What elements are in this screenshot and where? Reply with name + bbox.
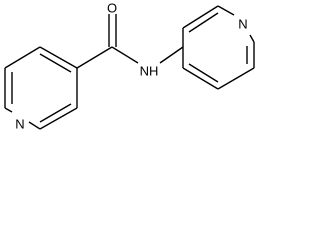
molecule-structure-diagram: O NH N N: [4, 1, 255, 132]
bond: [217, 5, 235, 16]
bond: [39, 103, 72, 123]
left-ring-nitrogen-label: N: [15, 117, 24, 132]
amide-nitrogen-label: NH: [140, 64, 159, 79]
left-pyridine-ring: [4, 46, 78, 130]
bond: [39, 46, 78, 69]
bond: [39, 53, 72, 73]
bond: [217, 67, 255, 90]
bond: [188, 63, 219, 83]
bond: [188, 12, 219, 33]
bond: [28, 121, 41, 130]
bond: [159, 46, 184, 64]
amide-group: [76, 14, 184, 69]
carbonyl-oxygen-label: O: [107, 1, 117, 16]
bond: [249, 34, 255, 43]
bond: [182, 5, 219, 29]
bond: [4, 107, 13, 113]
bond: [4, 46, 41, 69]
bond: [39, 107, 78, 130]
bond: [111, 46, 139, 64]
right-pyridine-ring: [182, 5, 255, 90]
bond: [182, 67, 219, 90]
right-ring-nitrogen-label: N: [238, 17, 247, 32]
bond: [76, 46, 113, 69]
